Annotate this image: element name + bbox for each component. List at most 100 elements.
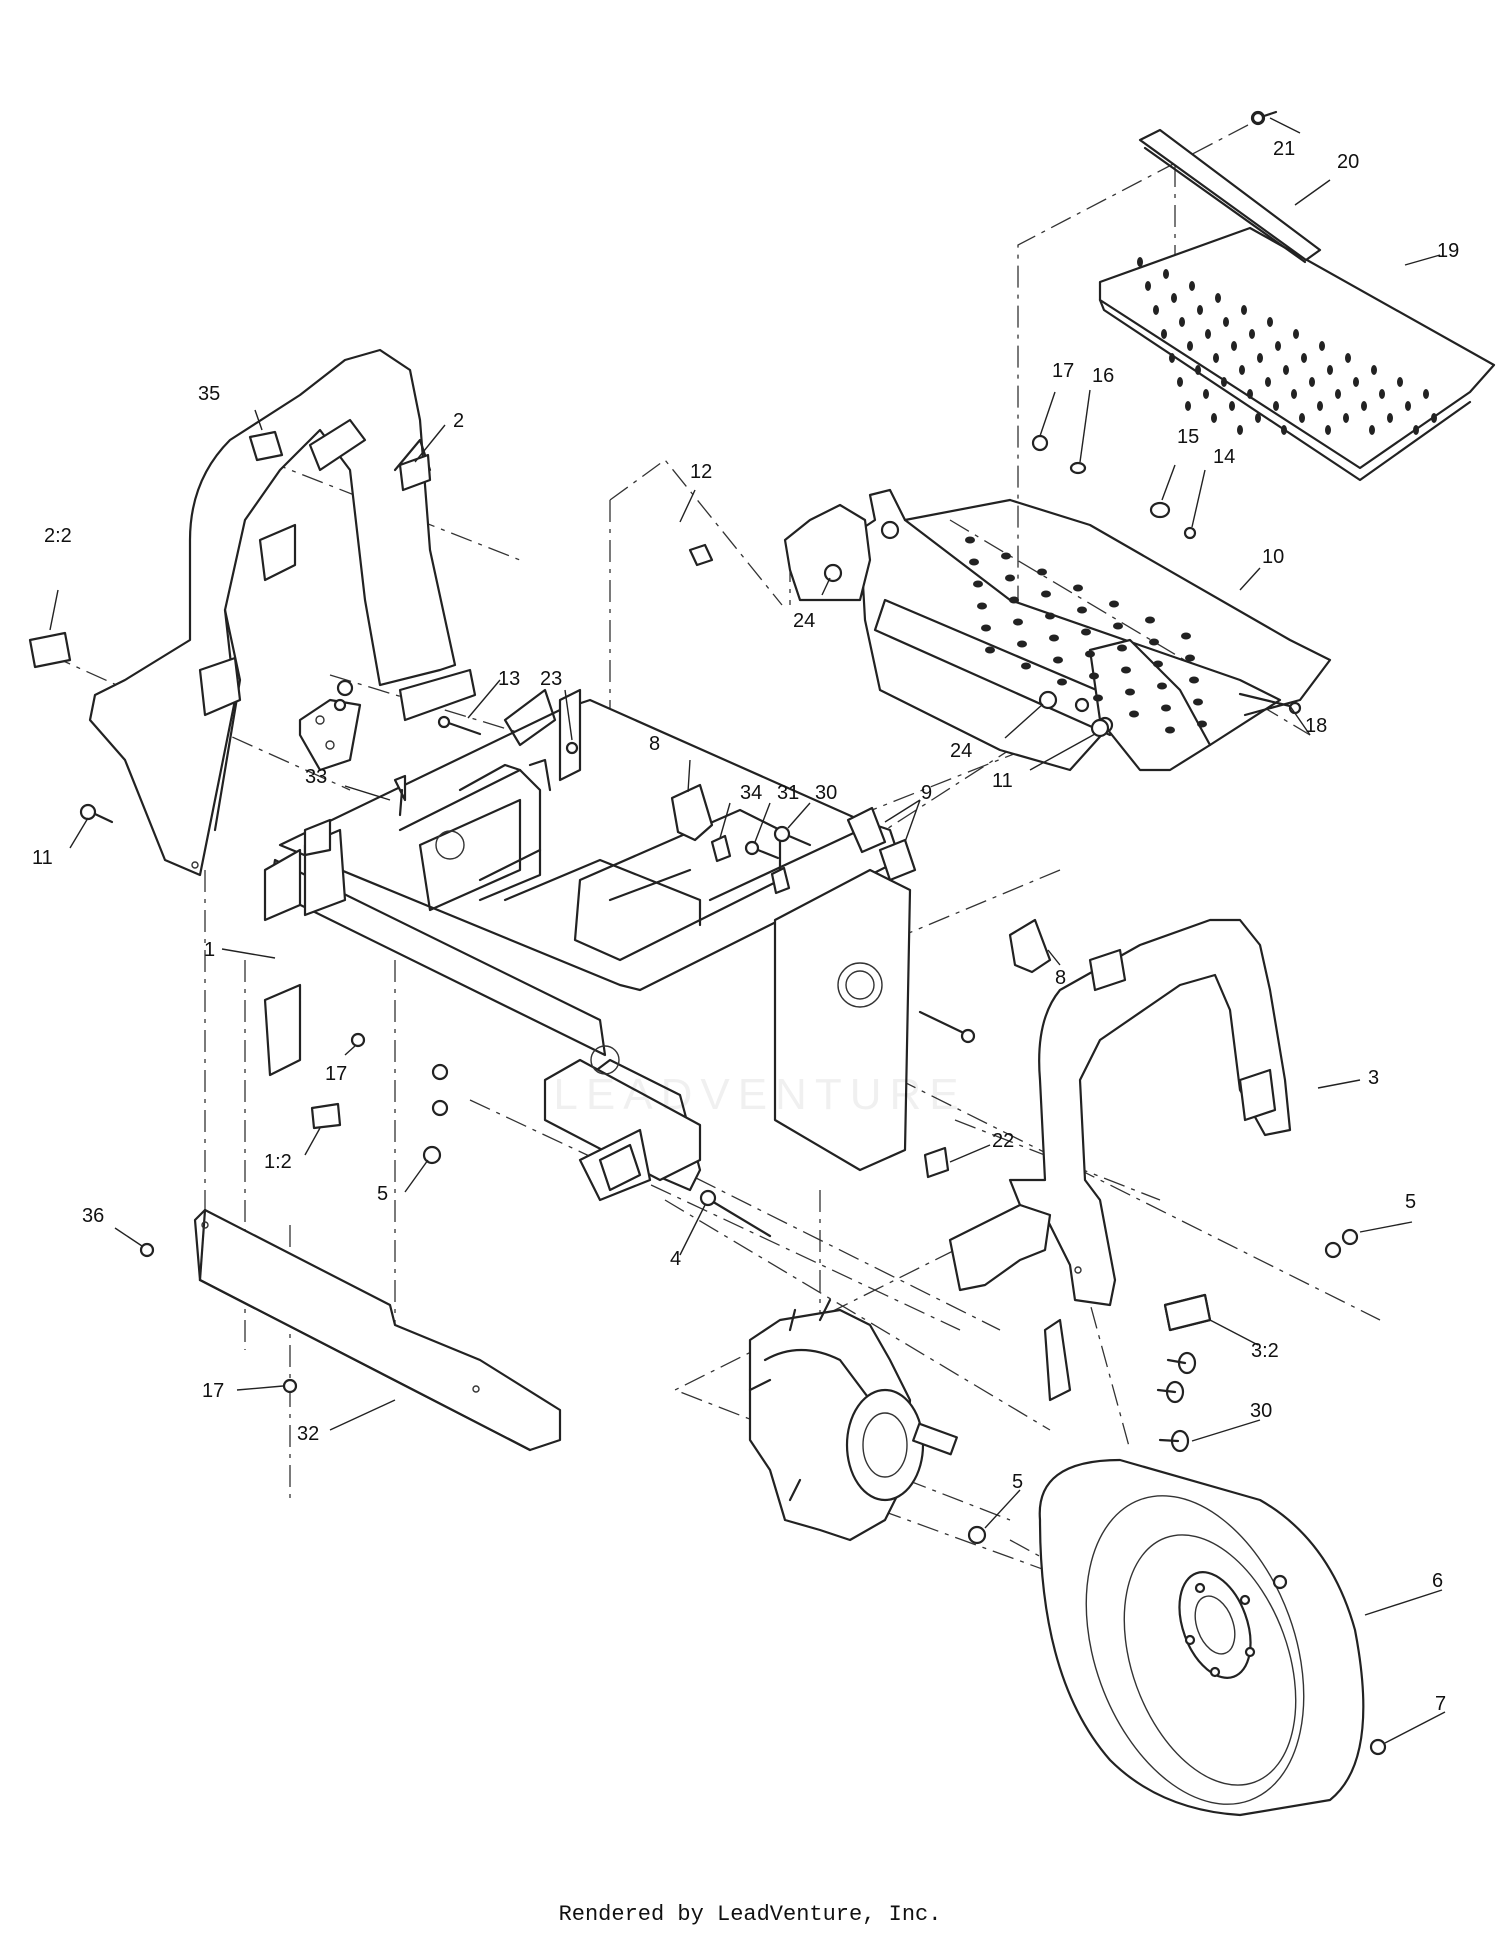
plate-hole — [1249, 329, 1255, 339]
frame-hole — [1037, 568, 1047, 576]
frame-hole — [1181, 632, 1191, 640]
frame-hole — [1013, 618, 1023, 626]
plate-hole — [1343, 413, 1349, 423]
callout-5-right: 5 — [1405, 1191, 1416, 1213]
plate-hole — [1213, 353, 1219, 363]
frame-hole — [1149, 638, 1159, 646]
callout-16: 16 — [1092, 365, 1114, 387]
plate-hole — [1153, 305, 1159, 315]
plate-hole — [1293, 329, 1299, 339]
callout-11-left: 11 — [32, 847, 53, 869]
callout-2: 2 — [453, 410, 464, 432]
plate-hole — [1239, 365, 1245, 375]
callout-35: 35 — [198, 383, 220, 405]
plate-hole — [1223, 317, 1229, 327]
callout-3: 3 — [1368, 1067, 1379, 1089]
plate-hole — [1255, 413, 1261, 423]
plate-hole — [1291, 389, 1297, 399]
plate-hole — [1317, 401, 1323, 411]
plate-hole — [1319, 341, 1325, 351]
plate-hole — [1371, 365, 1377, 375]
plate-hole — [1145, 281, 1151, 291]
plate-hole — [1187, 341, 1193, 351]
plate-hole — [1397, 377, 1403, 387]
plate-hole — [1195, 365, 1201, 375]
frame-hole — [1045, 612, 1055, 620]
plate-hole — [1241, 305, 1247, 315]
callout-15: 15 — [1177, 426, 1199, 448]
frame-hole — [1077, 606, 1087, 614]
frame-hole — [981, 624, 991, 632]
frame-hole — [1157, 682, 1167, 690]
plate-hole — [1185, 401, 1191, 411]
plate-hole — [1345, 353, 1351, 363]
frame-hole — [1153, 660, 1163, 668]
plate-hole — [1211, 413, 1217, 423]
plate-hole — [1203, 389, 1209, 399]
callout-9: 9 — [921, 782, 932, 804]
wheel-6 — [1038, 1458, 1365, 1817]
frame-hole — [1005, 574, 1015, 582]
callout-4: 4 — [670, 1248, 681, 1270]
deck-cover-32 — [193, 1208, 562, 1452]
callout-5-motor: 5 — [1012, 1471, 1023, 1493]
frame-hole — [1145, 616, 1155, 624]
callout-34: 34 — [740, 782, 762, 804]
callout-8-lower: 8 — [1055, 967, 1066, 989]
callout-14: 14 — [1213, 446, 1235, 468]
frame-hole — [1117, 644, 1127, 652]
callout-30-upper: 30 — [815, 782, 837, 804]
plate-hole — [1387, 413, 1393, 423]
frame-hole — [1161, 704, 1171, 712]
callout-5-left: 5 — [377, 1183, 388, 1205]
plate-hole — [1379, 389, 1385, 399]
callout-12: 12 — [690, 461, 712, 483]
callout-13: 13 — [498, 668, 520, 690]
frame-hole — [1093, 694, 1103, 702]
callout-2-2: 2:2 — [44, 525, 72, 547]
frame-hole — [969, 558, 979, 566]
frame-hole — [1165, 726, 1175, 734]
callout-31: 31 — [777, 782, 799, 804]
plate-hole — [1163, 269, 1169, 279]
callout-6: 6 — [1432, 1570, 1443, 1592]
foot-rest-frame-10 — [783, 488, 1332, 772]
frame-hole — [1041, 590, 1051, 598]
plate-hole — [1431, 413, 1437, 423]
rops-right-3 — [948, 918, 1292, 1402]
callout-32: 32 — [297, 1423, 319, 1445]
frame-hole — [965, 536, 975, 544]
plate-hole — [1299, 413, 1305, 423]
frame-hole — [1085, 650, 1095, 658]
callout-11-right: 11 — [992, 770, 1013, 792]
plate-hole — [1177, 377, 1183, 387]
plate-hole — [1361, 401, 1367, 411]
frame-hole — [1185, 654, 1195, 662]
frame-hole — [1053, 656, 1063, 664]
plate-hole — [1169, 353, 1175, 363]
callout-24-upper: 24 — [793, 610, 815, 632]
callout-23: 23 — [540, 668, 562, 690]
frame-hole — [1189, 676, 1199, 684]
foot-plate-19 — [1098, 226, 1496, 482]
callout-17-mid: 17 — [325, 1063, 347, 1085]
callout-24-lower: 24 — [950, 740, 972, 762]
plate-hole — [1189, 281, 1195, 291]
plate-hole — [1237, 425, 1243, 435]
frame-hole — [1021, 662, 1031, 670]
callout-17-top: 17 — [1052, 360, 1074, 382]
frame-hole — [1001, 552, 1011, 560]
callout-33: 33 — [305, 766, 327, 788]
plate-hole — [1137, 257, 1143, 267]
plate-hole — [1273, 401, 1279, 411]
frame-hole — [1125, 688, 1135, 696]
callout-21: 21 — [1273, 138, 1295, 160]
callout-22: 22 — [992, 1130, 1014, 1152]
plate-hole — [1229, 401, 1235, 411]
callout-10: 10 — [1262, 546, 1284, 568]
callout-1: 1 — [204, 939, 215, 961]
plate-hole — [1283, 365, 1289, 375]
plate-hole — [1231, 341, 1237, 351]
hydro-motor — [748, 1298, 958, 1542]
plate-hole — [1275, 341, 1281, 351]
